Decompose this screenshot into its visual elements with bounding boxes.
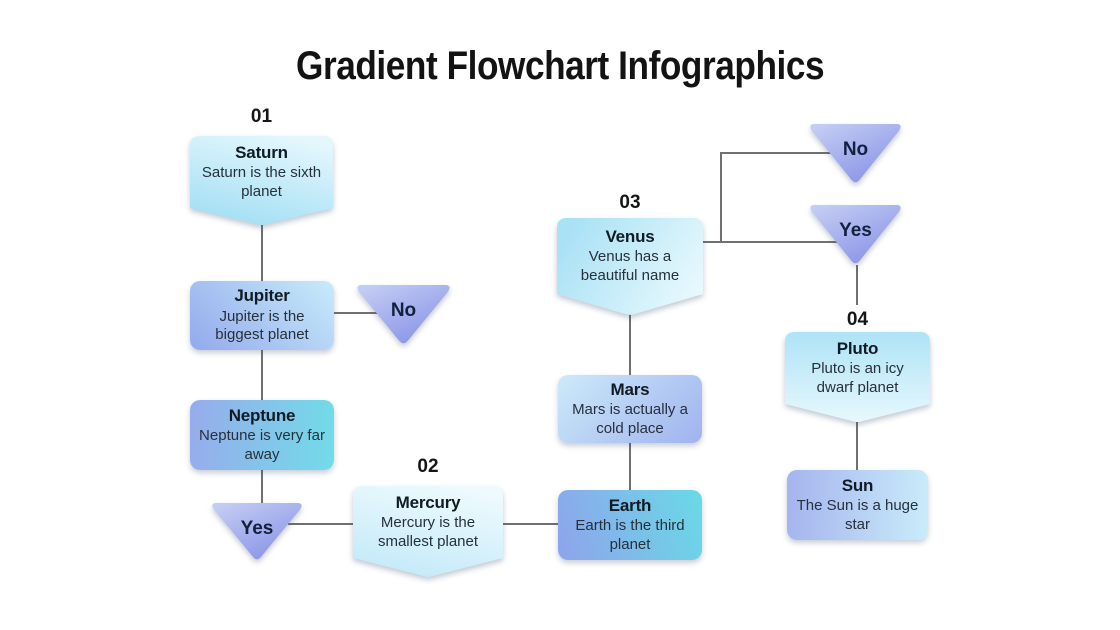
node-mercury-desc: Mercury is the smallest planet	[377, 514, 479, 550]
connector-saturn-jupiter	[261, 225, 263, 281]
node-pluto-desc: Pluto is an icy dwarf planet	[811, 360, 904, 396]
node-jupiter: Jupiter Jupiter is the biggest planet	[190, 281, 334, 350]
triangle-down-icon	[357, 285, 450, 344]
page-title-text: Gradient Flowchart Infographics	[295, 44, 825, 88]
step-label-02: 02	[417, 456, 439, 477]
decision-label: Yes	[839, 220, 872, 242]
connector-venus-yes2	[703, 241, 837, 243]
connector-yes2-pluto	[856, 265, 858, 305]
node-mars-desc: Mars is actually a cold place	[572, 401, 688, 437]
decision-label: No	[390, 300, 417, 322]
node-venus: Venus Venus has a beautiful name	[557, 218, 703, 316]
node-saturn: Saturn Saturn is the sixth planet	[190, 136, 333, 226]
node-neptune: Neptune Neptune is very far away	[190, 400, 334, 470]
node-mercury: Mercury Mercury is the smallest planet	[353, 486, 503, 578]
decision-label: No	[842, 139, 869, 161]
node-neptune-title: Neptune	[228, 405, 296, 425]
node-mars: Mars Mars is actually a cold place	[558, 375, 702, 443]
node-mercury-title: Mercury	[395, 492, 461, 512]
triangle-down-icon	[212, 503, 302, 560]
node-mercury-shape	[353, 486, 503, 577]
node-earth-title: Earth	[608, 495, 652, 515]
step-label-01: 01	[250, 106, 273, 127]
node-pluto: Pluto Pluto is an icy dwarf planet	[785, 332, 930, 423]
node-neptune-desc: Neptune is very far away	[199, 427, 325, 463]
decision-label: Yes	[240, 517, 274, 539]
connector-earth-mars	[629, 443, 631, 491]
node-saturn-shape	[190, 136, 333, 225]
connector-junction-no2	[720, 152, 832, 154]
node-saturn-title: Saturn	[235, 142, 288, 162]
connector-yes-mercury	[288, 523, 353, 525]
node-saturn-desc: Saturn is the sixth planet	[201, 164, 322, 200]
connector-mercury-earth	[503, 523, 558, 525]
node-earth-desc: Earth is the third planet	[575, 517, 685, 553]
decision-yes-venus: Yes	[808, 205, 903, 265]
decision-yes-neptune: Yes	[210, 503, 304, 561]
triangle-down-icon	[810, 124, 901, 183]
node-venus-title: Venus	[605, 226, 655, 246]
connector-jupiter-no	[334, 312, 384, 314]
connector-neptune-yes	[261, 470, 263, 504]
node-jupiter-desc: Jupiter is the biggest planet	[215, 307, 309, 344]
connector-junction-vertical	[720, 152, 722, 243]
node-sun: Sun The Sun is a huge star	[787, 470, 928, 540]
node-earth: Earth Earth is the third planet	[558, 490, 702, 560]
node-pluto-shape	[785, 332, 930, 423]
node-mars-title: Mars	[610, 379, 650, 399]
decision-no-venus: No	[808, 124, 903, 184]
node-jupiter-title: Jupiter	[234, 286, 290, 306]
node-venus-shape	[557, 218, 703, 315]
node-sun-desc: The Sun is a huge star	[796, 497, 919, 533]
node-venus-desc: Venus has a beautiful name	[580, 248, 680, 284]
triangle-down-icon	[810, 205, 901, 264]
connector-pluto-sun	[856, 422, 858, 470]
node-sun-title: Sun	[841, 475, 874, 495]
connector-mars-venus	[629, 314, 631, 375]
connector-jupiter-neptune	[261, 350, 263, 400]
node-pluto-title: Pluto	[836, 338, 879, 358]
decision-no-jupiter: No	[355, 285, 452, 345]
step-label-04: 04	[846, 309, 869, 330]
step-label-03: 03	[619, 192, 641, 213]
page-title: Gradient Flowchart Infographics	[0, 44, 1120, 89]
